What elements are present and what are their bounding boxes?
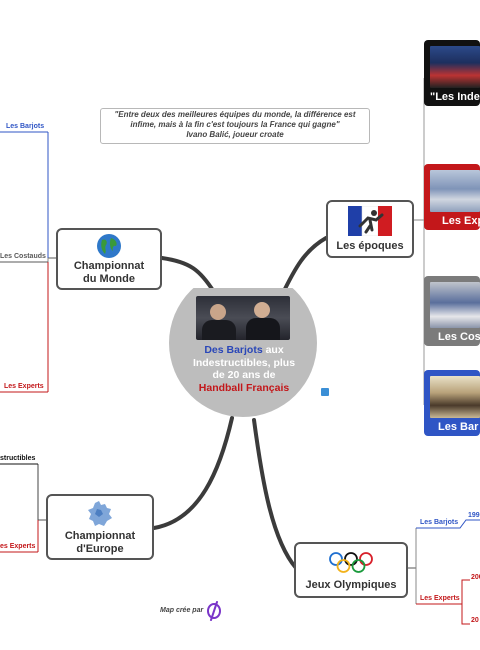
- europe-map-icon: [88, 501, 112, 526]
- card-barjots-label: Les Bar: [438, 421, 479, 433]
- card-experts-label: Les Exp: [442, 215, 480, 227]
- mindmap-tool-logo-icon[interactable]: [206, 601, 222, 621]
- central-text-indestructibles: Indestructibles, plus: [192, 356, 296, 369]
- quote-author: Ivano Balić, joueur croate: [186, 130, 284, 139]
- topic-les-epoques[interactable]: Les époques: [326, 200, 414, 258]
- topic-monde-line1: Championnat: [73, 260, 145, 272]
- leaf-europe-indestructibles[interactable]: structibles: [0, 455, 36, 462]
- topic-championnat-monde[interactable]: Championnat du Monde: [56, 228, 162, 290]
- central-text-aux: aux: [262, 344, 284, 356]
- central-topic-text: Des Barjots aux Indestructibles, plus de…: [182, 344, 306, 394]
- leaf-monde-experts[interactable]: Les Experts: [4, 383, 44, 390]
- topic-monde-line2: du Monde: [83, 273, 135, 285]
- handball-logo-icon: [348, 206, 392, 236]
- leaf-monde-costauds[interactable]: Les Costauds: [0, 253, 46, 260]
- map-credit: Map crée par: [160, 607, 203, 614]
- leaf-jo-year-2[interactable]: 200: [471, 574, 480, 581]
- olympic-rings-icon: [329, 552, 373, 573]
- card-indestructibles-photo: [430, 46, 480, 88]
- topic-jo-label: Jeux Olympiques: [305, 579, 397, 591]
- card-barjots-photo: [430, 376, 480, 418]
- card-experts-photo: [430, 170, 480, 212]
- link-icon[interactable]: [321, 388, 329, 396]
- card-indestructibles-label: "Les Inde: [430, 91, 480, 103]
- map-credit-text: Map crée par: [160, 607, 204, 614]
- topic-europe-line1: Championnat: [64, 530, 136, 542]
- quote-box: "Entre deux des meilleures équipes du mo…: [100, 108, 370, 144]
- card-costauds-photo: [430, 282, 480, 328]
- leaf-europe-experts[interactable]: es Experts: [0, 543, 36, 550]
- leaf-jo-year-3[interactable]: 20: [471, 617, 479, 624]
- card-experts[interactable]: Les Exp: [424, 164, 480, 230]
- quote-line-1: "Entre deux des meilleures équipes du mo…: [114, 110, 356, 119]
- quote-line-2: infime, mais à la fin c'est toujours la …: [130, 120, 340, 129]
- topic-championnat-europe[interactable]: Championnat d'Europe: [46, 494, 154, 560]
- central-text-barjots: Des Barjots: [204, 344, 263, 356]
- card-costauds-label: Les Cost: [438, 331, 480, 343]
- leaf-jo-barjots[interactable]: Les Barjots: [420, 519, 459, 526]
- card-indestructibles[interactable]: "Les Inde: [424, 40, 480, 106]
- central-text-years: de 20 ans de: [212, 369, 276, 381]
- leaf-jo-experts[interactable]: Les Experts: [420, 595, 460, 602]
- topic-europe-line2: d'Europe: [76, 543, 124, 555]
- central-photo: [196, 296, 290, 340]
- leaf-jo-year-1[interactable]: 199: [468, 512, 480, 519]
- topic-jeux-olympiques[interactable]: Jeux Olympiques: [294, 542, 408, 598]
- central-text-handball: Handball Français: [198, 381, 290, 394]
- card-barjots[interactable]: Les Bar: [424, 370, 480, 436]
- globe-icon: [97, 234, 121, 258]
- leaf-monde-barjots[interactable]: Les Barjots: [6, 123, 45, 130]
- card-costauds[interactable]: Les Cost: [424, 276, 480, 346]
- topic-epoques-label: Les époques: [336, 240, 404, 252]
